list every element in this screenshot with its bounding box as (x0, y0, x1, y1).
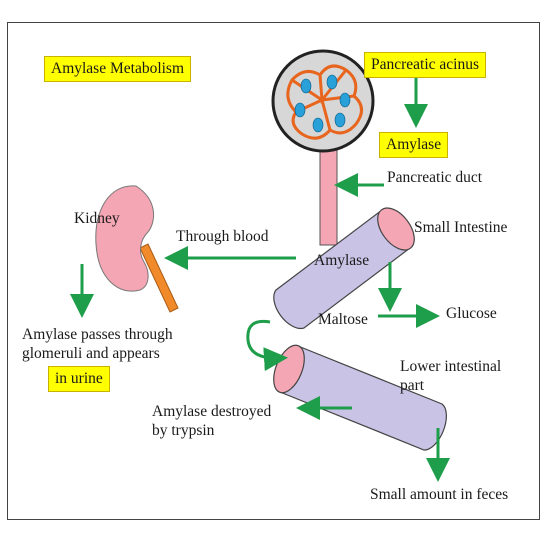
label-glucose: Glucose (446, 305, 497, 322)
diagram-title: Amylase Metabolism (44, 56, 192, 82)
label-in-urine: in urine (48, 366, 110, 392)
label-kidney: Kidney (74, 210, 120, 227)
label-amylase-top: Amylase (379, 132, 449, 158)
pancreatic-acinus-shape (271, 49, 375, 153)
label-destroyed-1: Amylase destroyed (152, 403, 272, 420)
label-amylase-mid: Amylase (314, 252, 370, 269)
kidney-shape (95, 185, 179, 313)
label-lower-intestinal-2: part (400, 377, 425, 394)
label-pancreatic-acinus: Pancreatic acinus (364, 52, 487, 78)
pancreatic-duct-shape (319, 139, 338, 246)
label-maltose: Maltose (318, 311, 368, 328)
label-feces: Small amount in feces (370, 486, 509, 503)
label-lower-intestinal-1: Lower intestinal (400, 358, 502, 375)
arrow-curved-to-lower (246, 319, 288, 372)
label-passes-2: glomeruli and appears (22, 345, 160, 362)
label-passes-1: Amylase passes through (22, 326, 173, 343)
label-through-blood: Through blood (176, 228, 269, 245)
small-intestine-tube (273, 207, 415, 330)
label-small-intestine: Small Intestine (414, 219, 508, 236)
label-destroyed-2: by trypsin (152, 422, 215, 439)
label-pancreatic-duct: Pancreatic duct (387, 169, 483, 186)
